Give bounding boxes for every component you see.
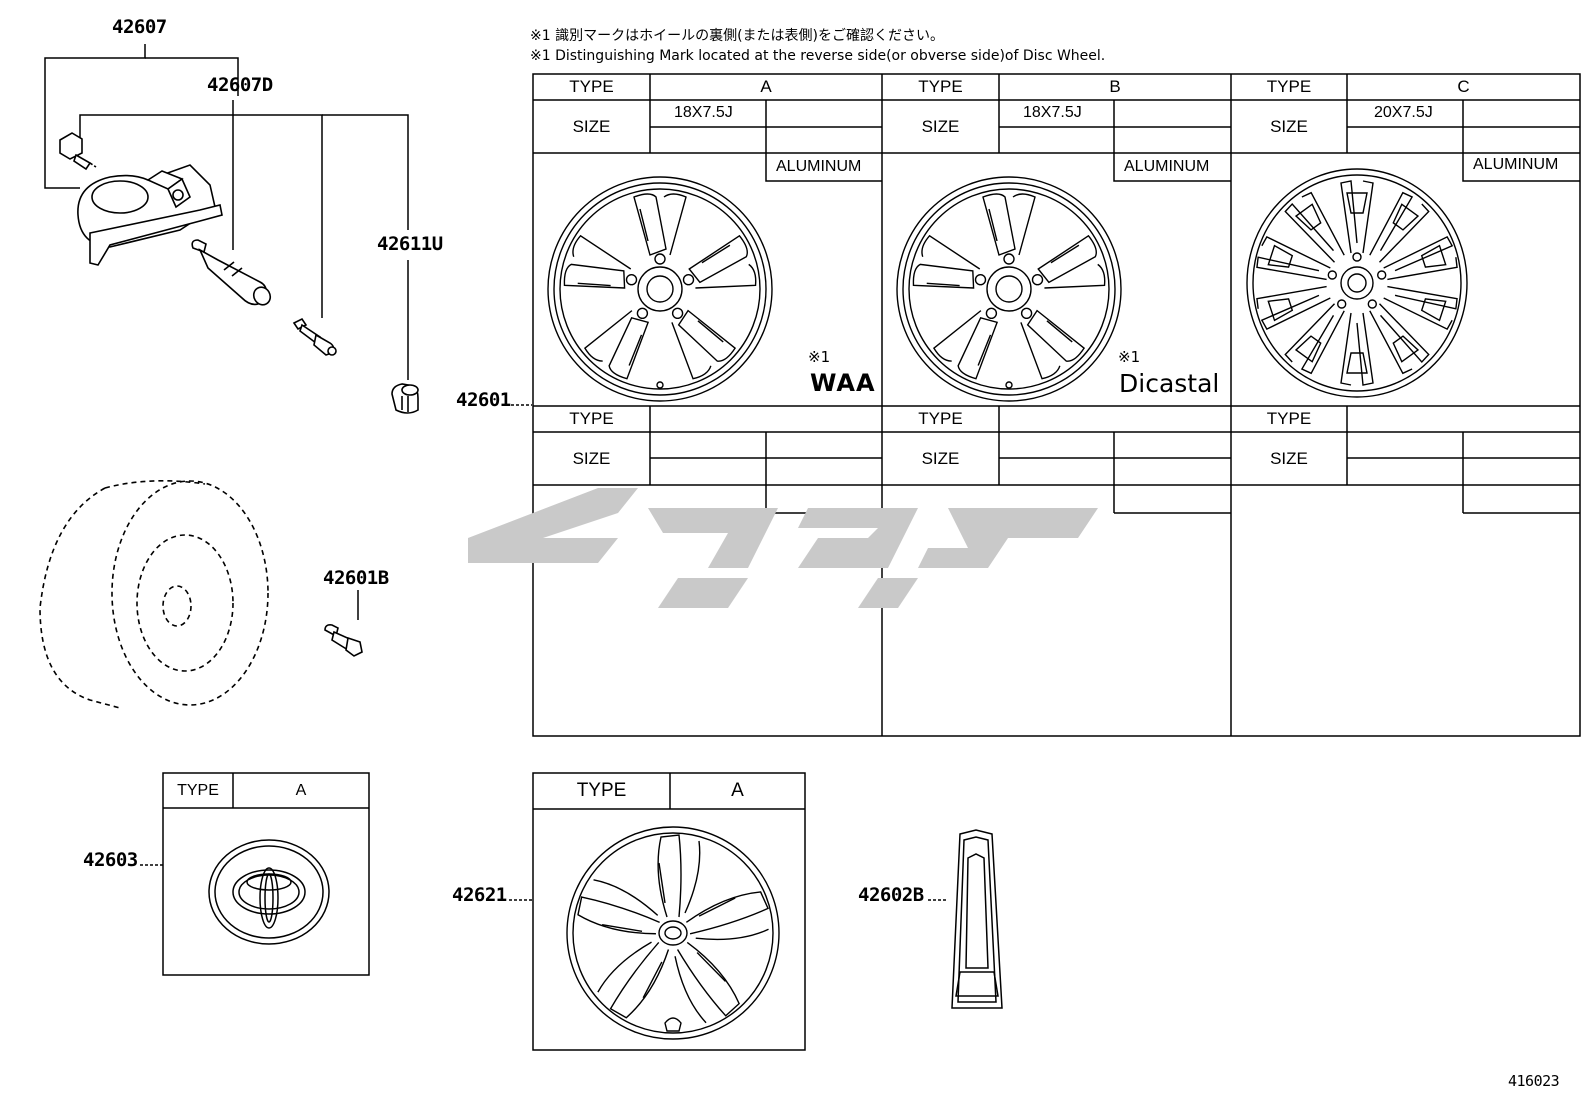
type-label-c: TYPE	[1266, 77, 1312, 96]
size-label-b: SIZE	[921, 116, 960, 136]
wheel-nut-icon[interactable]	[322, 622, 366, 658]
wheel-cover-icon[interactable]	[562, 822, 784, 1044]
maker-mark-waa: WAA	[810, 369, 876, 397]
type-label-a2: TYPE	[569, 409, 614, 428]
size-value-b: 18X7.5J	[1023, 104, 1082, 121]
note-japanese: ※1 識別マークはホイールの裏側(または表側)をご確認ください。	[530, 28, 945, 44]
wheel-icon-b[interactable]	[893, 173, 1125, 405]
cover-type-label: TYPE	[576, 780, 627, 801]
center-cap-icon[interactable]	[206, 837, 332, 947]
type-value-b: B	[1109, 77, 1121, 96]
part-number-42607d[interactable]: 42607D	[207, 74, 273, 96]
part-number-42601[interactable]: 42601	[456, 389, 511, 411]
wheel-icon-c[interactable]	[1243, 167, 1471, 399]
cap-type-label: TYPE	[177, 781, 219, 799]
spare-tire-icon[interactable]	[30, 478, 280, 718]
type-label-b2: TYPE	[918, 409, 963, 428]
part-number-42601b[interactable]: 42601B	[323, 567, 389, 589]
size-label-c: SIZE	[1270, 116, 1308, 136]
note-english: ※1 Distinguishing Mark located at the re…	[530, 48, 1106, 64]
type-value-c: C	[1457, 77, 1470, 96]
type-label-a: TYPE	[569, 77, 614, 96]
type-value-a: A	[760, 77, 772, 96]
type-label-c2: TYPE	[1266, 409, 1312, 428]
size-value-c: 20X7.5J	[1374, 104, 1433, 121]
wheel-icon-a[interactable]	[544, 173, 776, 405]
material-b: ALUMINUM	[1124, 158, 1210, 175]
cover-type-value: A	[731, 780, 744, 801]
ornament-icon[interactable]	[946, 828, 1008, 1018]
part-number-42621[interactable]: 42621	[452, 884, 507, 906]
valve-core-icon[interactable]	[290, 315, 345, 360]
tpms-sensor-icon[interactable]	[50, 125, 225, 270]
size-label-a2: SIZE	[572, 448, 611, 468]
material-c: ALUMINUM	[1473, 156, 1559, 173]
part-number-42611u[interactable]: 42611U	[377, 233, 443, 255]
part-number-42607[interactable]: 42607	[112, 16, 167, 38]
size-label-b2: SIZE	[921, 448, 960, 468]
maker-mark-dicastal: Dicastal	[1119, 369, 1220, 398]
material-a: ALUMINUM	[776, 158, 862, 175]
cap-type-value: A	[295, 781, 307, 799]
size-value-a: 18X7.5J	[674, 104, 733, 121]
illustration-id: 416023	[1508, 1072, 1560, 1090]
watermark-logo	[468, 488, 1098, 608]
size-label-a: SIZE	[572, 116, 611, 136]
part-number-42602b[interactable]: 42602B	[858, 884, 924, 906]
part-number-42603[interactable]: 42603	[83, 849, 138, 871]
valve-cap-icon[interactable]	[388, 380, 428, 420]
type-label-b: TYPE	[918, 77, 963, 96]
mark-ref-a: ※1	[808, 348, 831, 366]
mark-ref-b: ※1	[1118, 348, 1141, 366]
valve-stem-icon[interactable]	[188, 238, 278, 313]
size-label-c2: SIZE	[1270, 448, 1308, 468]
